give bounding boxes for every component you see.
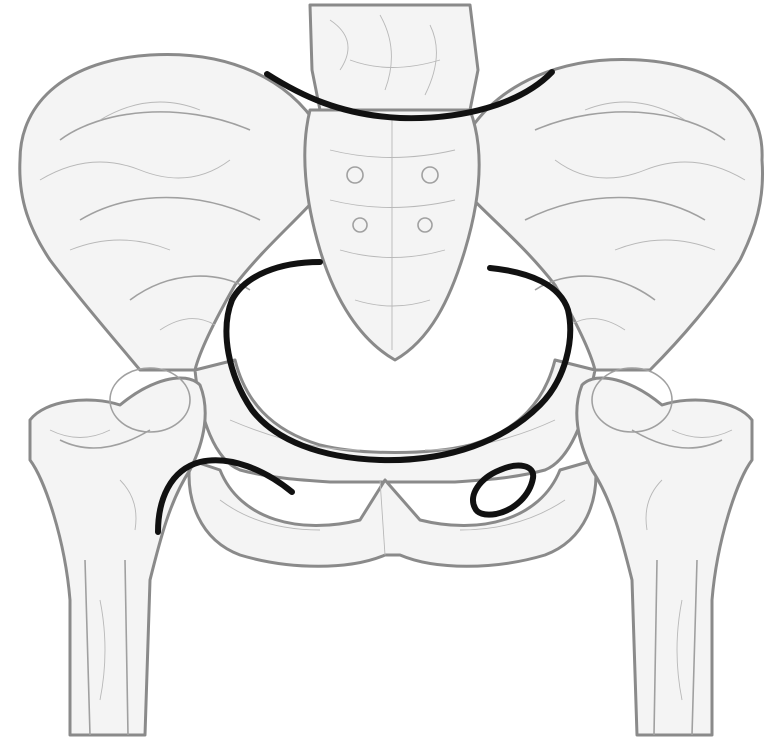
sacrum bbox=[305, 110, 479, 360]
left-femur bbox=[577, 378, 752, 735]
pubis-ischium bbox=[189, 360, 596, 566]
right-femur bbox=[30, 378, 205, 735]
lumbar-vertebra bbox=[310, 5, 478, 110]
right-ilium bbox=[20, 54, 330, 370]
